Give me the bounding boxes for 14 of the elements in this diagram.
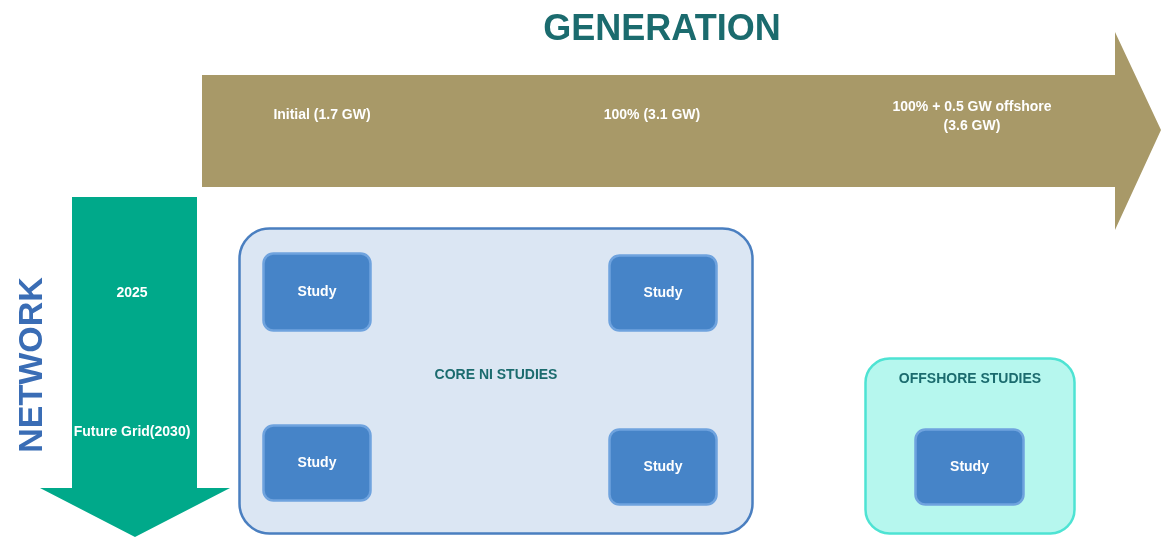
box-label: Study [642, 457, 684, 476]
box-label: Study [296, 282, 338, 301]
heading: GENERATION [542, 8, 782, 48]
group-title: CORE NI STUDIES [433, 365, 559, 384]
box-label: Study [296, 453, 338, 472]
stage-label: 2025 [115, 283, 149, 302]
stage-label: 100% + 0.5 GW offshore (3.6 GW) [891, 97, 1053, 135]
box-label: Study [949, 457, 990, 476]
stage-label: 100% (3.1 GW) [602, 105, 702, 124]
group-title: OFFSHORE STUDIES [897, 369, 1043, 388]
stage-label: Initial (1.7 GW) [272, 105, 372, 124]
stage-label: Future Grid(2030) [72, 422, 192, 441]
heading: NETWORK [10, 276, 50, 455]
box-label: Study [642, 283, 684, 302]
